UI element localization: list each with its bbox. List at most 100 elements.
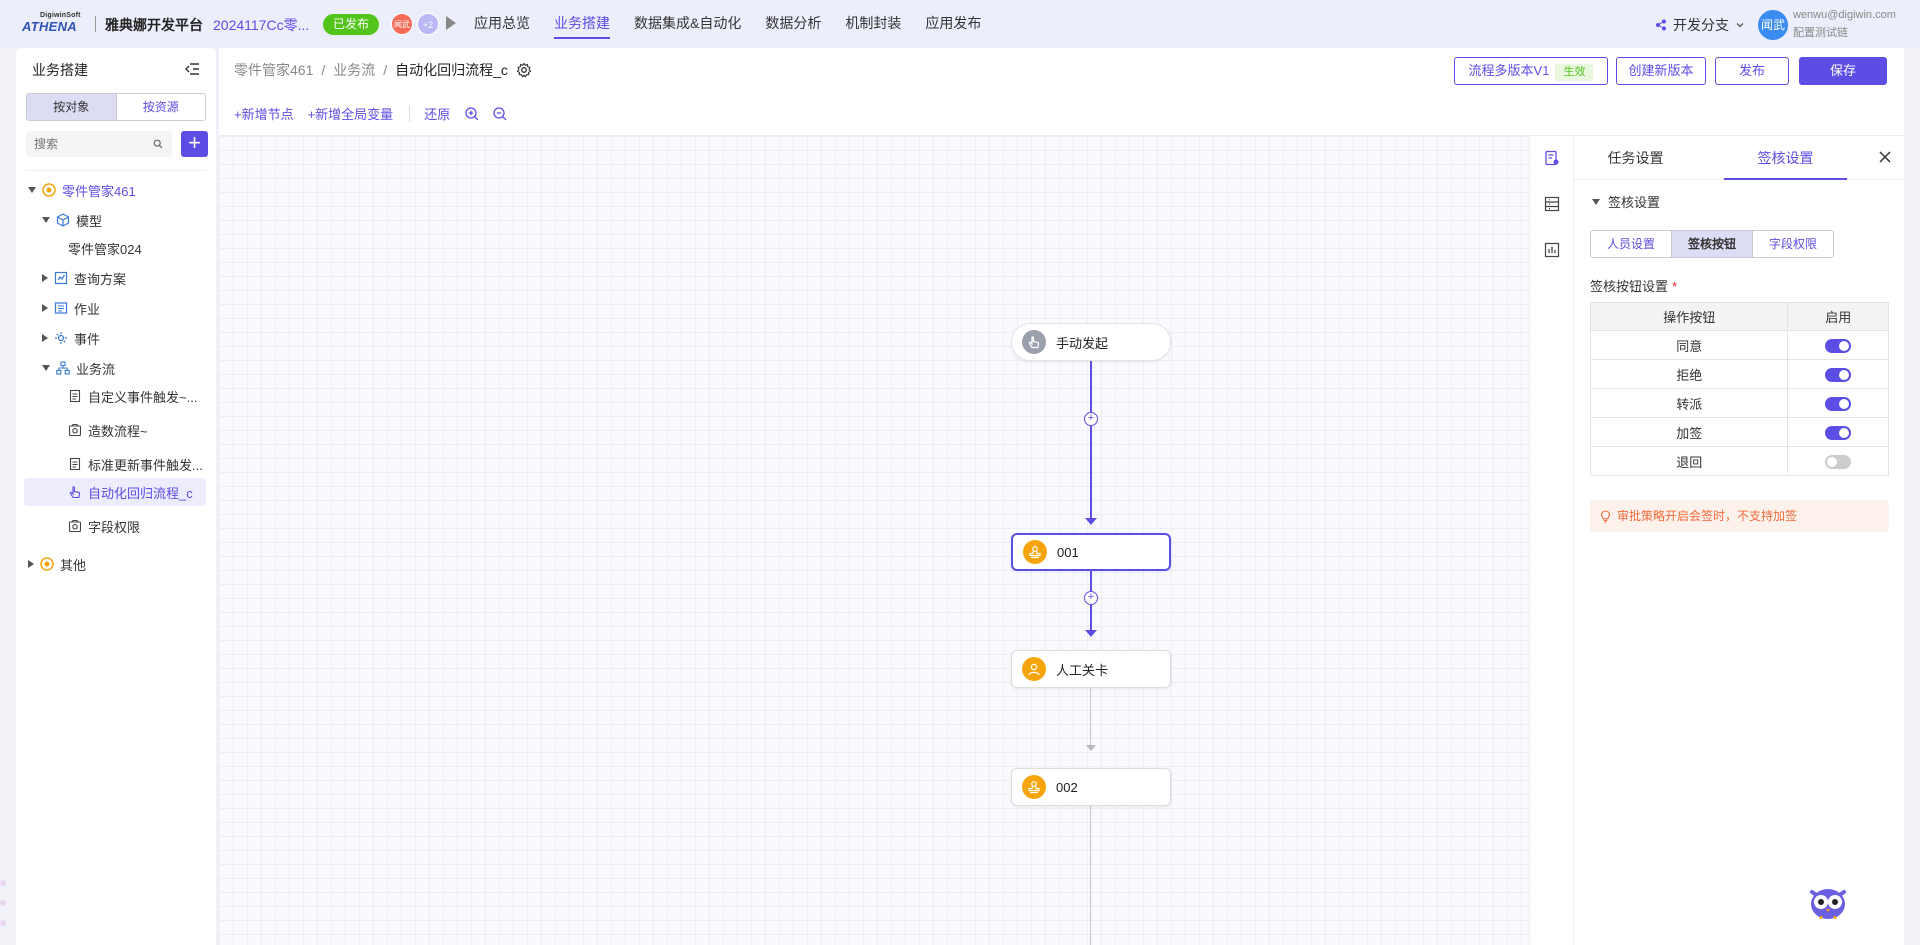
document-icon [69,389,81,403]
flow-node-start[interactable]: 手动发起 [1011,323,1171,361]
table-row: 拒绝 [1589,359,1889,389]
breadcrumb-separator: / [383,62,388,78]
user-avatar[interactable]: 闻武 [1758,10,1788,40]
flow-node-label: 001 [1057,544,1079,560]
status-badge: 已发布 [323,14,380,35]
settings-panel: 任务设置 签核设置 签核设置 人员设置 签核按钮 字段权限 签核按钮设置* 操作… [1573,136,1905,945]
enable-toggle[interactable] [1825,367,1852,382]
tree-flow-item-selected[interactable]: 自动化回归流程_c [24,478,206,506]
breadcrumb-item[interactable]: 业务流 [333,62,376,78]
tree-model-item[interactable]: 零件管家024 [68,234,142,262]
tab-task-settings[interactable]: 任务设置 [1607,150,1664,166]
view-by-resource[interactable]: 按资源 [142,100,179,114]
add-button[interactable]: + [181,131,208,157]
flow-node[interactable]: 002 [1011,768,1171,806]
task-settings-icon[interactable] [1544,150,1560,166]
more-collaborators-badge[interactable]: +2 [417,13,439,35]
create-version-button[interactable]: 创建新版本 [1616,57,1706,85]
tree-event[interactable]: 事件 [42,324,100,352]
app-icon [40,557,54,571]
nav-app-overview[interactable]: 应用总览 [474,15,530,31]
insert-node-button[interactable]: + [1084,412,1098,426]
enable-toggle[interactable] [1825,396,1852,411]
arrow-head-icon [1085,630,1097,637]
event-icon [55,332,67,344]
tab-approval-settings[interactable]: 签核设置 [1724,136,1847,180]
version-label: 流程多版本V1 [1468,63,1550,78]
top-bar: DigiwinSoft ATHENA 雅典娜开发平台 2024117Cc零...… [0,0,1920,48]
breadcrumb-item[interactable]: 零件管家461 [234,62,314,78]
tree-flow-item-label: 标准更新事件触发... [88,457,203,473]
version-selector-button[interactable]: 流程多版本V1 生效 [1454,57,1608,85]
expand-icon [42,217,50,223]
view-by-object[interactable]: 按对象 [27,94,117,120]
search-input[interactable] [26,131,172,157]
enable-toggle[interactable] [1825,425,1852,440]
tree-flow-item[interactable]: 自定义事件触发~... [68,382,197,410]
button-name: 退回 [1589,446,1789,476]
nav-data-analysis[interactable]: 数据分析 [765,15,822,31]
section-header[interactable]: 签核设置 [1592,192,1660,211]
publish-button[interactable]: 发布 [1715,57,1789,85]
user-icon [1022,657,1046,681]
tree-flow-item-label: 自动化回归流程_c [88,485,193,501]
table-row: 转派 [1589,388,1889,418]
breadcrumb: 零件管家461 / 业务流 / 自动化回归流程_c [234,60,532,80]
subtab-personnel[interactable]: 人员设置 [1591,231,1673,257]
warning-banner: 审批策略开启会签时，不支持加签 [1590,500,1889,532]
collaborator-avatar[interactable]: 闻武 [391,13,413,35]
chevron-down-icon [1736,23,1744,28]
tree-other[interactable]: 其他 [28,550,86,578]
enable-toggle[interactable] [1825,454,1852,469]
tree-flow-item[interactable]: 字段权限 [68,512,140,540]
assistant-mascot-icon[interactable] [1806,878,1850,922]
tree-root[interactable]: 零件管家461 [28,176,136,204]
subtab-field-permissions[interactable]: 字段权限 [1769,237,1818,251]
table-row: 加签 [1589,417,1889,447]
list-settings-icon[interactable] [1544,196,1560,212]
zoom-out-icon[interactable] [492,106,508,122]
flow-node[interactable]: 人工关卡 [1011,650,1171,688]
gear-icon[interactable] [516,62,532,78]
restore-button[interactable]: 还原 [424,107,451,122]
insert-node-button[interactable]: + [1084,591,1098,605]
app-icon [42,183,56,197]
add-node-button[interactable]: +新增节点 [234,107,294,122]
nav-data-integration[interactable]: 数据集成&自动化 [634,15,742,31]
section-title: 签核设置 [1608,195,1661,210]
hand-pointer-icon [69,486,81,499]
flow-node-selected[interactable]: 001 [1011,533,1171,571]
required-mark: * [1672,279,1678,294]
tree-flow-item[interactable]: 造数流程~ [68,416,148,444]
athena-logo[interactable]: DigiwinSoft ATHENA [22,12,84,34]
save-button[interactable]: 保存 [1799,57,1887,85]
zoom-in-icon[interactable] [464,106,480,122]
enable-toggle[interactable] [1825,338,1852,353]
flow-canvas[interactable]: 手动发起 + 001 + 人工关卡 002 [219,136,1529,945]
sidebar: 业务搭建 按对象 按资源 + 零件管家461 模型 零件管家024 查询方案 [16,48,216,945]
add-global-variable-button[interactable]: +新增全局变量 [307,107,394,122]
stamp-icon [1023,540,1047,564]
nav-app-publish[interactable]: 应用发布 [925,15,982,31]
platform-title: 雅典娜开发平台 [105,17,203,33]
statistics-icon[interactable] [1544,242,1560,258]
collapse-sidebar-icon[interactable] [184,61,200,77]
app-name[interactable]: 2024117Cc零... [213,17,310,33]
subtab-approval-buttons[interactable]: 签核按钮 [1672,231,1754,257]
tree-query[interactable]: 查询方案 [42,264,126,292]
nav-business-build[interactable]: 业务搭建 [554,0,610,48]
nav-mechanism[interactable]: 机制封装 [845,15,902,31]
close-icon[interactable] [1877,149,1893,165]
tree-model[interactable]: 模型 [42,206,102,234]
divider [409,105,411,122]
tree-flow-item[interactable]: 标准更新事件触发... [68,450,203,478]
canvas-toolbar: +新增节点 +新增全局变量 还原 [234,104,520,123]
flow-node-label: 手动发起 [1056,335,1109,351]
button-name: 加签 [1589,417,1789,447]
branch-selector[interactable]: 开发分支 [1655,15,1745,35]
tree-other-label: 其他 [60,557,87,573]
tree-job[interactable]: 作业 [42,294,100,322]
version-status-tag: 生效 [1555,64,1594,81]
tree-flow[interactable]: 业务流 [42,354,115,382]
play-icon[interactable] [446,16,456,30]
